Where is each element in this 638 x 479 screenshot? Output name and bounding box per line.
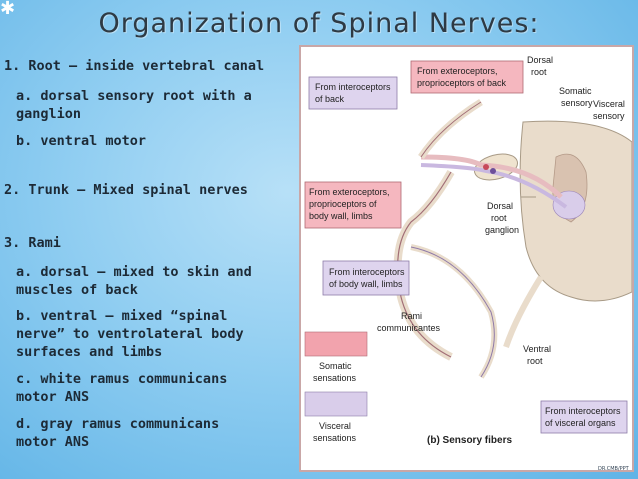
label-text: From exteroceptors, <box>417 66 498 76</box>
label-interoceptors-visceral: From interoceptors of visceral organs <box>540 400 628 434</box>
outline-subitem-white-ramus: c. white ramus communicans <box>16 371 228 387</box>
visceral-fiber-path <box>420 163 568 209</box>
label-text: Rami <box>401 311 422 321</box>
label-text: Dorsal <box>487 201 513 211</box>
neuron-body-somatic <box>483 164 489 170</box>
outline-subitem-gray-ramus-cont: motor ANS <box>16 434 90 450</box>
outline-subitem-ventral-rami-cont1: nerve” to ventrolateral body <box>16 326 244 342</box>
legend-visceral-label: sensations <box>313 433 357 443</box>
slide-credit: DR.CMB/PPT <box>598 466 629 472</box>
label-text: of back <box>315 94 345 104</box>
label-text: Dorsal <box>527 55 553 65</box>
diagram-svg: From interoceptors of back From exteroce… <box>304 55 633 446</box>
label-text: sensory <box>593 111 625 121</box>
label-text: communicantes <box>377 323 441 333</box>
label-text: body wall, limbs <box>309 211 373 221</box>
label-text: Visceral <box>593 99 625 109</box>
rami-communicantes-path <box>410 244 498 379</box>
label-somatic-sensory: Somatic sensory <box>559 86 593 108</box>
label-dorsal-root-ganglion: Dorsal root ganglion <box>485 201 519 235</box>
rami-fiber <box>410 246 495 378</box>
label-text: root <box>491 213 507 223</box>
outline-subitem-dorsal-root-cont: ganglion <box>16 106 82 122</box>
dorsal-ramus-fiber <box>420 101 482 158</box>
label-interoceptors-back: From interoceptors of back <box>308 76 398 110</box>
label-text: proprioceptors of back <box>417 78 507 88</box>
dorsal-ramus-path <box>418 99 483 159</box>
outline-subitem-dorsal-rami: a. dorsal – mixed to skin and <box>16 264 252 280</box>
label-dorsal-root: Dorsal root <box>527 55 553 77</box>
figure-caption: (b) Sensory fibers <box>427 435 512 446</box>
outline-subitem-dorsal-rami-cont: muscles of back <box>16 282 138 298</box>
label-text: root <box>531 67 547 77</box>
outline-subitem-dorsal-root: a. dorsal sensory root with a <box>16 88 252 104</box>
outline-subitem-ventral-rami-cont2: surfaces and limbs <box>16 344 163 360</box>
label-exteroceptors-body: From exteroceptors, proprioceptors of bo… <box>304 181 402 229</box>
outline-subitem-white-ramus-cont: motor ANS <box>16 389 90 405</box>
ventral-ramus-fiber <box>397 171 452 358</box>
legend-visceral-label: Visceral <box>319 421 351 431</box>
label-text: From interoceptors <box>545 406 621 416</box>
label-rami-communicantes: Rami communicantes <box>377 311 441 333</box>
label-visceral-sensory: Visceral sensory <box>593 99 625 121</box>
label-text: of visceral organs <box>545 418 616 428</box>
outline-item-trunk: 2. Trunk – Mixed spinal nerves <box>4 182 248 198</box>
label-text: From interoceptors <box>329 267 405 277</box>
legend-visceral-swatch <box>304 391 368 417</box>
outline-subitem-ventral-rami: b. ventral – mixed “spinal <box>16 308 228 324</box>
label-text: proprioceptors of <box>309 199 377 209</box>
legend-somatic-label: Somatic <box>319 361 352 371</box>
somatic-fiber-path <box>420 154 563 199</box>
legend-somatic-swatch <box>304 331 368 357</box>
label-text: From interoceptors <box>315 82 391 92</box>
label-text: of body wall, limbs <box>329 279 403 289</box>
label-text: root <box>527 356 543 366</box>
legend: Somatic sensations Visceral sensations <box>304 331 368 443</box>
bullet-star-icon: ✱ <box>0 0 16 19</box>
label-exteroceptors-back: From exteroceptors, proprioceptors of ba… <box>410 60 524 94</box>
label-text: sensory <box>561 98 593 108</box>
sensory-fibers-diagram: From interoceptors of back From exteroce… <box>299 45 634 472</box>
outline-subitem-ventral-root: b. ventral motor <box>16 133 147 149</box>
slide-title: Organization of Spinal Nerves: <box>98 8 540 39</box>
legend-somatic-label: sensations <box>313 373 357 383</box>
label-text: Somatic <box>559 86 592 96</box>
label-interoceptors-body: From interoceptors of body wall, limbs <box>322 260 410 296</box>
label-text: Ventral <box>523 344 551 354</box>
outline-subitem-gray-ramus: d. gray ramus communicans <box>16 416 220 432</box>
label-text: From exteroceptors, <box>309 187 390 197</box>
label-text: ganglion <box>485 225 519 235</box>
label-ventral-root: Ventral root <box>523 344 551 366</box>
outline-item-root: 1. Root – inside vertebral canal <box>4 58 265 74</box>
ventral-root-path <box>503 275 544 348</box>
visceral-sensory-region <box>552 190 586 220</box>
outline-item-rami: 3. Rami <box>4 235 61 251</box>
neuron-body-visceral <box>490 168 496 174</box>
